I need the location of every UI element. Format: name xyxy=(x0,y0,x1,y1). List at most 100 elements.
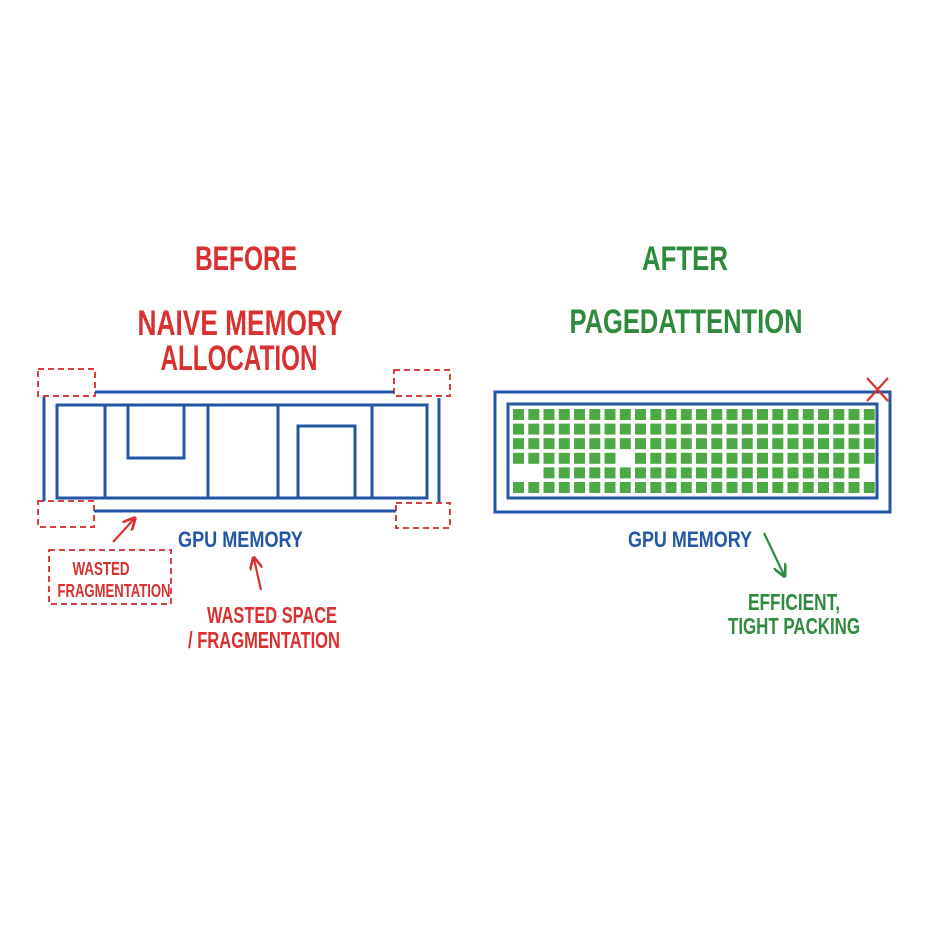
memory-page-block xyxy=(589,438,601,450)
memory-page-block xyxy=(543,467,555,479)
memory-page-block xyxy=(772,467,784,479)
memory-page-block xyxy=(802,438,814,450)
memory-page-block xyxy=(650,482,662,493)
memory-page-block xyxy=(787,452,799,464)
wasted-space-line2: / FRAGMENTATION xyxy=(188,627,340,653)
memory-page-block xyxy=(741,423,753,435)
wasted-corner-top-right xyxy=(393,369,451,397)
memory-page-block xyxy=(772,452,784,464)
memory-page-block xyxy=(558,409,570,420)
memory-page-block xyxy=(604,423,616,435)
memory-page-block xyxy=(589,467,601,479)
memory-page-block xyxy=(741,452,753,464)
memory-page-block xyxy=(619,482,631,493)
memory-page-block xyxy=(574,423,585,435)
memory-page-block xyxy=(848,482,860,493)
memory-page-block xyxy=(619,423,631,435)
memory-page-block xyxy=(513,423,524,435)
memory-page-block xyxy=(604,438,616,450)
after-heading: AFTER xyxy=(642,240,728,278)
allocated-sub-block xyxy=(296,424,357,498)
memory-page-block xyxy=(833,423,845,435)
memory-page-block xyxy=(772,423,784,435)
memory-page-block xyxy=(833,438,845,450)
memory-page-block xyxy=(863,438,875,450)
memory-page-block xyxy=(818,452,829,464)
memory-page-block xyxy=(726,409,738,420)
memory-page-block xyxy=(696,467,707,479)
naive-memory-diagram xyxy=(37,368,451,529)
before-heading: BEFORE xyxy=(195,240,297,278)
memory-page-block xyxy=(818,482,829,493)
wasted-corner-bottom-left xyxy=(37,500,95,528)
memory-page-block xyxy=(848,438,860,450)
memory-page-block xyxy=(863,482,875,493)
memory-page-block xyxy=(711,409,723,420)
allocated-sub-block xyxy=(126,405,186,460)
memory-page-block xyxy=(848,467,860,479)
memory-page-block xyxy=(833,452,845,464)
after-title: PAGEDATTENTION xyxy=(570,303,803,341)
outer-memory-frame xyxy=(493,390,892,514)
memory-page-block xyxy=(757,409,768,420)
memory-page-block xyxy=(528,482,540,493)
memory-page-block xyxy=(513,452,524,464)
memory-page-block xyxy=(802,452,814,464)
memory-page-block xyxy=(558,423,570,435)
inner-memory-frame xyxy=(506,402,879,500)
memory-page-block xyxy=(650,467,662,479)
memory-page-block xyxy=(757,482,768,493)
memory-page-block xyxy=(635,482,646,493)
memory-page-block xyxy=(635,409,646,420)
memory-page-block xyxy=(726,452,738,464)
memory-page-block xyxy=(513,482,524,493)
memory-page-block xyxy=(802,409,814,420)
memory-page-block xyxy=(543,482,555,493)
memory-page-block xyxy=(604,409,616,420)
memory-page-block xyxy=(604,482,616,493)
memory-page-block xyxy=(848,452,860,464)
memory-page-block xyxy=(848,423,860,435)
arrow-down-right-icon xyxy=(763,532,784,575)
memory-page-block xyxy=(726,423,738,435)
memory-page-block xyxy=(772,409,784,420)
memory-page-block xyxy=(650,409,662,420)
memory-page-block xyxy=(696,423,707,435)
memory-page-block xyxy=(604,452,616,464)
memory-page-block xyxy=(589,452,601,464)
memory-block-frame xyxy=(55,403,429,500)
memory-page-block xyxy=(802,467,814,479)
memory-page-block xyxy=(787,482,799,493)
memory-page-block xyxy=(772,438,784,450)
memory-page-block xyxy=(787,438,799,450)
memory-page-block xyxy=(543,438,555,450)
memory-page-block xyxy=(741,482,753,493)
memory-page-block xyxy=(802,423,814,435)
memory-page-block xyxy=(726,482,738,493)
memory-page-block xyxy=(696,438,707,450)
memory-page-block xyxy=(741,409,753,420)
page-block-grid xyxy=(513,409,875,493)
memory-page-block xyxy=(635,423,646,435)
memory-page-block xyxy=(513,438,524,450)
memory-page-block xyxy=(757,423,768,435)
memory-page-block xyxy=(787,409,799,420)
memory-page-block xyxy=(726,467,738,479)
after-panel: AFTER PAGEDATTENTION GPU MEMORY EFFICIEN… xyxy=(493,240,892,639)
memory-page-block xyxy=(665,467,677,479)
memory-page-block xyxy=(635,452,646,464)
memory-page-block xyxy=(863,409,875,420)
memory-page-block xyxy=(528,438,540,450)
memory-page-block xyxy=(711,423,723,435)
memory-page-block xyxy=(665,482,677,493)
memory-page-block xyxy=(635,467,646,479)
after-memory-label: GPU MEMORY xyxy=(628,527,752,552)
memory-page-block xyxy=(833,467,845,479)
memory-page-block xyxy=(711,452,723,464)
efficient-line2: TIGHT PACKING xyxy=(728,613,860,639)
wasted-corner-top-left xyxy=(37,368,96,397)
memory-page-block xyxy=(833,482,845,493)
before-title-line1: NAIVE MEMORY xyxy=(138,304,343,343)
memory-page-block xyxy=(574,452,585,464)
